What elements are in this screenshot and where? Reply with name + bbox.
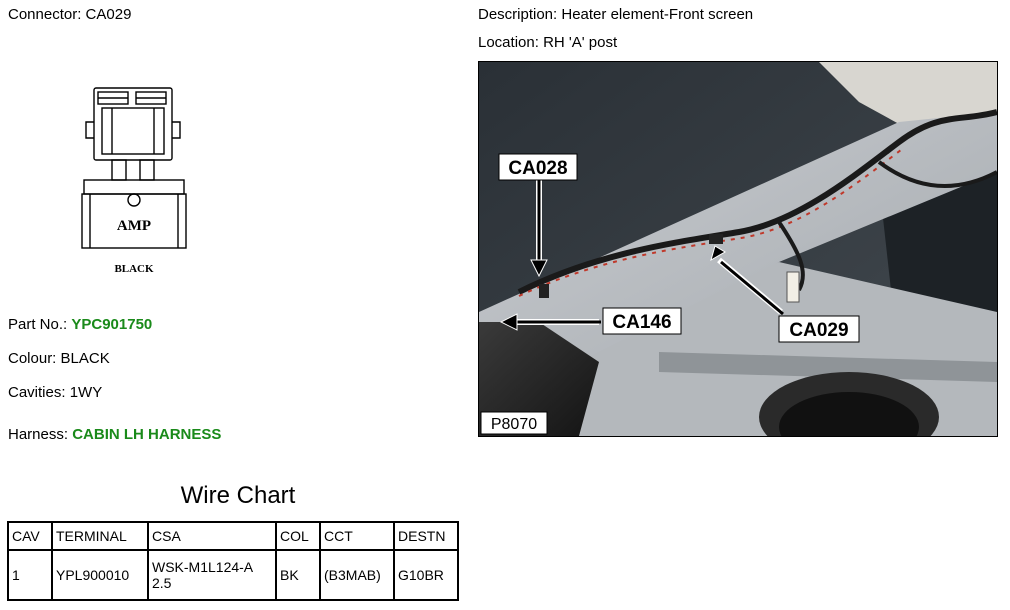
location-label: Location: xyxy=(478,34,539,51)
connector-value: CA029 xyxy=(85,6,132,23)
wire-chart-table: CAV TERMINAL CSA COL CCT DESTN 1 YPL9000… xyxy=(7,521,459,601)
colour-field: Colour: BLACK xyxy=(8,350,110,368)
location-field: Location: RH 'A' post xyxy=(478,34,617,52)
connector-drawing: AMP BLACK xyxy=(81,87,187,275)
table-row: 1 YPL900010 WSK-M1L124-A 2.5 BK (B3MAB) … xyxy=(7,549,459,601)
location-photo: CA028 CA146 CA029 P8070 xyxy=(478,61,998,437)
harness-field: Harness: CABIN LH HARNESS xyxy=(8,426,221,444)
drawing-brand-text: AMP xyxy=(117,218,151,234)
part-no-value[interactable]: YPC901750 xyxy=(71,316,153,333)
description-value: Heater element-Front screen xyxy=(561,6,754,23)
wire-chart-title: Wire Chart xyxy=(180,482,296,509)
callout-ca146: CA146 xyxy=(612,312,671,333)
header-destn: DESTN xyxy=(393,521,459,551)
part-no-field: Part No.: YPC901750 xyxy=(8,316,152,334)
cell-cct: (B3MAB) xyxy=(319,549,395,601)
photo-ref: P8070 xyxy=(491,416,537,433)
colour-value: BLACK xyxy=(60,350,110,367)
colour-label: Colour: xyxy=(8,350,57,367)
cell-col: BK xyxy=(275,549,321,601)
description-label: Description: xyxy=(478,6,558,23)
callout-ca029: CA029 xyxy=(789,320,848,341)
cell-terminal: YPL900010 xyxy=(51,549,149,601)
harness-label: Harness: xyxy=(8,426,69,443)
cavities-field: Cavities: 1WY xyxy=(8,384,102,402)
cavities-label: Cavities: xyxy=(8,384,66,401)
header-csa: CSA xyxy=(147,521,277,551)
header-terminal: TERMINAL xyxy=(51,521,149,551)
cavities-value: 1WY xyxy=(69,384,103,401)
header-cct: CCT xyxy=(319,521,395,551)
header-cav: CAV xyxy=(7,521,53,551)
cell-cav: 1 xyxy=(7,549,53,601)
connector-label: Connector: xyxy=(8,6,82,23)
harness-value[interactable]: CABIN LH HARNESS xyxy=(72,426,222,443)
drawing-color-text: BLACK xyxy=(114,263,154,275)
photo-illustration: CA028 CA146 CA029 P8070 xyxy=(479,62,997,436)
header-col: COL xyxy=(275,521,321,551)
cell-csa: WSK-M1L124-A 2.5 xyxy=(147,549,277,601)
callout-ca028: CA028 xyxy=(508,158,567,179)
description-field: Description: Heater element-Front screen xyxy=(478,6,753,24)
wire-chart-header-row: CAV TERMINAL CSA COL CCT DESTN xyxy=(7,521,459,551)
connector-field: Connector: CA029 xyxy=(8,6,131,24)
cell-destn: G10BR xyxy=(393,549,459,601)
part-no-label: Part No.: xyxy=(8,316,68,333)
location-value: RH 'A' post xyxy=(543,34,618,51)
